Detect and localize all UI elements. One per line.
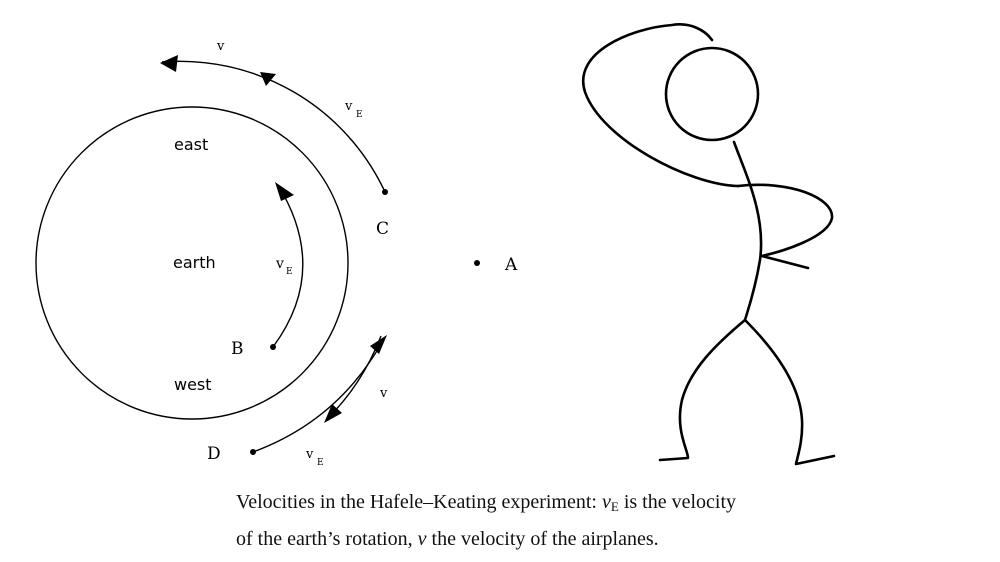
label-point-b: B	[231, 339, 244, 359]
caption-line1-prefix: Velocities in the Hafele–Keating experim…	[236, 491, 602, 513]
arc-d-ve	[252, 336, 386, 453]
caption-line2-suffix: the velocity of the airplanes.	[426, 528, 659, 550]
point-a-dot	[474, 260, 480, 266]
caption-var-v: v	[417, 528, 427, 550]
arrowhead-v-lower	[324, 404, 342, 423]
label-v-upper: v	[216, 39, 225, 54]
label-earth: earth	[173, 253, 216, 272]
label-ve-inner-sub: E	[286, 267, 293, 277]
stick-figure-raised-arm	[581, 23, 740, 188]
stick-figure-left-leg	[658, 318, 747, 462]
arc-b-inner	[272, 184, 304, 348]
label-point-a: A	[504, 255, 518, 275]
stick-figure-right-leg	[743, 318, 836, 466]
caption-line1-suffix: is the velocity	[618, 491, 737, 513]
label-ve-lower-sub: E	[317, 458, 324, 468]
caption-line-2: of the earth’s rotation, v the velocity …	[236, 523, 936, 555]
label-west: west	[174, 375, 212, 394]
caption-var-ve: v	[601, 491, 611, 513]
stick-figure-hip-arm	[736, 183, 834, 270]
arrowhead-ve-inner	[275, 182, 294, 201]
caption-sub-e: E	[610, 499, 619, 514]
label-east: east	[174, 135, 208, 154]
label-ve-inner: v	[275, 256, 284, 272]
stick-figure-body	[732, 140, 763, 322]
label-ve-upper: v	[344, 99, 353, 114]
label-ve-upper-sub: E	[356, 110, 363, 120]
figure-caption: Velocities in the Hafele–Keating experim…	[236, 486, 936, 555]
point-b-dot	[270, 344, 276, 350]
point-d-dot	[250, 449, 256, 455]
stick-figure-head	[664, 46, 760, 142]
label-v-lower: v	[379, 386, 388, 401]
earth-circle	[35, 106, 349, 420]
caption-line2-prefix: of the earth’s rotation,	[236, 528, 418, 550]
arrowhead-ve-lower	[370, 335, 387, 354]
arrowhead-ve-upper	[260, 72, 276, 86]
label-point-c: C	[376, 219, 389, 239]
stick-figure	[581, 23, 836, 466]
label-ve-lower: v	[305, 447, 314, 462]
point-c-dot	[382, 189, 388, 195]
arc-c-upper	[161, 60, 386, 193]
label-point-d: D	[207, 444, 221, 464]
arrowhead-v-upper	[160, 55, 178, 72]
caption-line-1: Velocities in the Hafele–Keating experim…	[236, 486, 936, 523]
